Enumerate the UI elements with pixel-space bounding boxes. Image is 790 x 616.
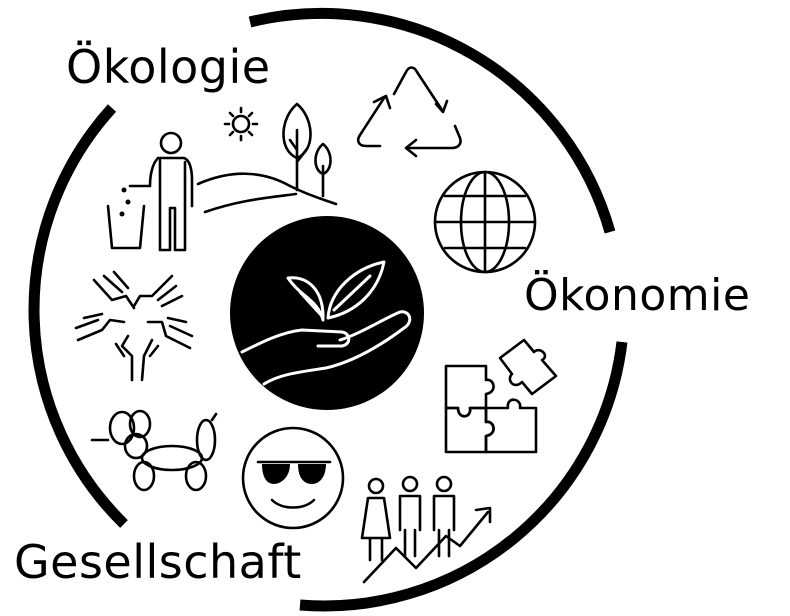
smiley-sunglasses-icon (243, 428, 343, 528)
hands-together-icon (76, 272, 192, 380)
trees-landscape-icon (198, 104, 336, 212)
ring-arc-top-right (250, 13, 610, 232)
sun-icon (225, 108, 257, 140)
label-ecology: Ökologie (66, 44, 271, 90)
ring-arc-left (34, 108, 124, 524)
label-economy: Ökonomie (524, 274, 750, 318)
globe-icon (435, 172, 535, 272)
hand-sprout-icon (230, 216, 424, 410)
label-society: Gesellschaft (14, 539, 302, 585)
balloon-dog-icon (92, 411, 216, 490)
puzzle-icon (446, 340, 556, 452)
person-recycling-bin-icon (108, 133, 192, 250)
recycle-icon (358, 68, 460, 157)
